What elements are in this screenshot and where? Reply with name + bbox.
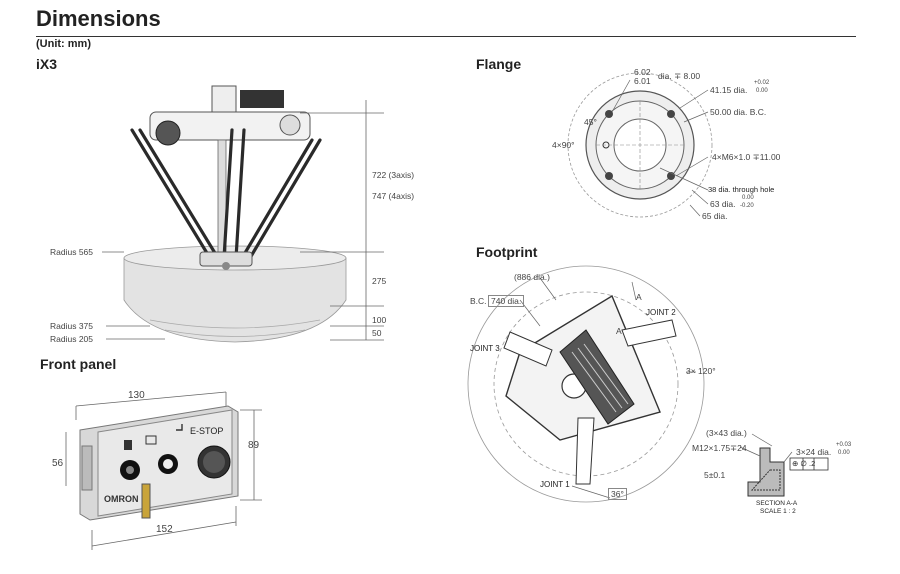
dim-275-label: 275: [372, 276, 387, 286]
dim-722-label: 722 (3axis): [372, 170, 415, 180]
monitor-icon: [145, 435, 157, 445]
section-scale: SCALE 1 : 2: [760, 508, 796, 515]
flange-bc-50: 50.00 dia. B.C.: [710, 107, 767, 117]
title-rule: [36, 36, 856, 37]
key: [141, 483, 151, 519]
flange-dia-4115: 41.15 dia.: [710, 85, 748, 95]
footprint-title: Footprint: [476, 244, 538, 260]
section-aa-drawing: [747, 447, 785, 497]
dim-747-label: 747 (4axis): [372, 191, 415, 201]
work-envelope: [123, 257, 347, 343]
footprint-tol-3x24-upper: +0.03: [836, 442, 852, 448]
joint-3-arm: [503, 331, 553, 367]
footprint-dia-886: (886 dia.): [514, 272, 550, 282]
dim-56-label: 56: [52, 458, 64, 469]
flange-hole-a: 6.02: [634, 67, 651, 77]
footprint-tol-3x24-lower: 0.00: [838, 450, 850, 456]
joint-2-arm: [621, 319, 677, 347]
dim-100-label: 100: [372, 315, 387, 325]
footprint-marker-a-top: A: [636, 292, 642, 302]
section-title: SECTION A-A: [756, 500, 798, 507]
joint-2-label: JOINT 2: [646, 308, 676, 317]
connector-port: [81, 445, 93, 491]
footprint-dim-5: 5±0.1: [704, 470, 726, 480]
flange-title: Flange: [476, 56, 522, 72]
footprint-motor: [559, 329, 635, 425]
footprint-bc-prefix: B.C.: [470, 296, 487, 306]
flange-hole-c: dia. ∓ 8.00: [658, 71, 701, 81]
joint-1-arm: [575, 417, 595, 485]
footprint-position-tolerance: ⊕ ∅ .2: [792, 459, 816, 468]
ix3-title: iX3: [36, 56, 58, 72]
dim-152-label: 152: [156, 524, 173, 535]
flange-thread: 4×M6×1.0 ∓11.00: [712, 152, 781, 162]
unit-note: (Unit: mm): [36, 38, 91, 50]
joint-1-label: JOINT 1: [540, 480, 570, 489]
dim-50-label: 50: [372, 328, 382, 338]
flange-angle-4x90: 4×90°: [552, 140, 575, 150]
footprint-marker-a-mid: A: [616, 326, 622, 336]
footprint-dia-3x43: (3×43 dia.): [706, 428, 747, 438]
flange-tol-63-lower: -0.20: [740, 203, 754, 209]
page-title: Dimensions: [36, 6, 161, 31]
dim-130-label: 130: [128, 390, 145, 401]
dim-89-label: 89: [248, 440, 260, 451]
joint-3-label: JOINT 3: [470, 344, 500, 353]
motor-left: [155, 120, 181, 146]
footprint-angle-120: 3× 120°: [686, 366, 716, 376]
flange-through-hole-label: 38 dia. through hole: [708, 185, 775, 194]
flange-dia-65: 65 dia.: [702, 211, 728, 221]
radius-565-label: Radius 565: [50, 247, 94, 257]
flange-angle-45: 45°: [584, 117, 597, 127]
radius-375-label: Radius 375: [50, 321, 94, 331]
front-panel-title: Front panel: [40, 356, 117, 372]
footprint-dia-3x24: 3×24 dia.: [796, 447, 832, 457]
radius-205-label: Radius 205: [50, 334, 94, 344]
footprint-thread-m12: M12×1.75∓24: [692, 443, 747, 453]
motor-housing: [240, 90, 284, 108]
flange-tol-63-upper: 0.00: [742, 195, 754, 201]
flange-tol-4115-upper: +0.02: [754, 80, 770, 86]
person-icon: [124, 440, 132, 450]
footprint-bc-740: 740 dia.: [488, 295, 525, 307]
position-tolerance-frame: [789, 457, 829, 471]
arm-icon: [176, 424, 183, 431]
estop-label: E-STOP: [190, 426, 224, 436]
flange-hole-b: 6.01: [634, 76, 651, 86]
flange-dia-63: 63 dia.: [710, 199, 736, 209]
flange-tol-4115-lower: 0.00: [756, 88, 768, 94]
brand-label: OMRON: [104, 494, 139, 504]
footprint-angle-36: 36°: [608, 488, 627, 500]
